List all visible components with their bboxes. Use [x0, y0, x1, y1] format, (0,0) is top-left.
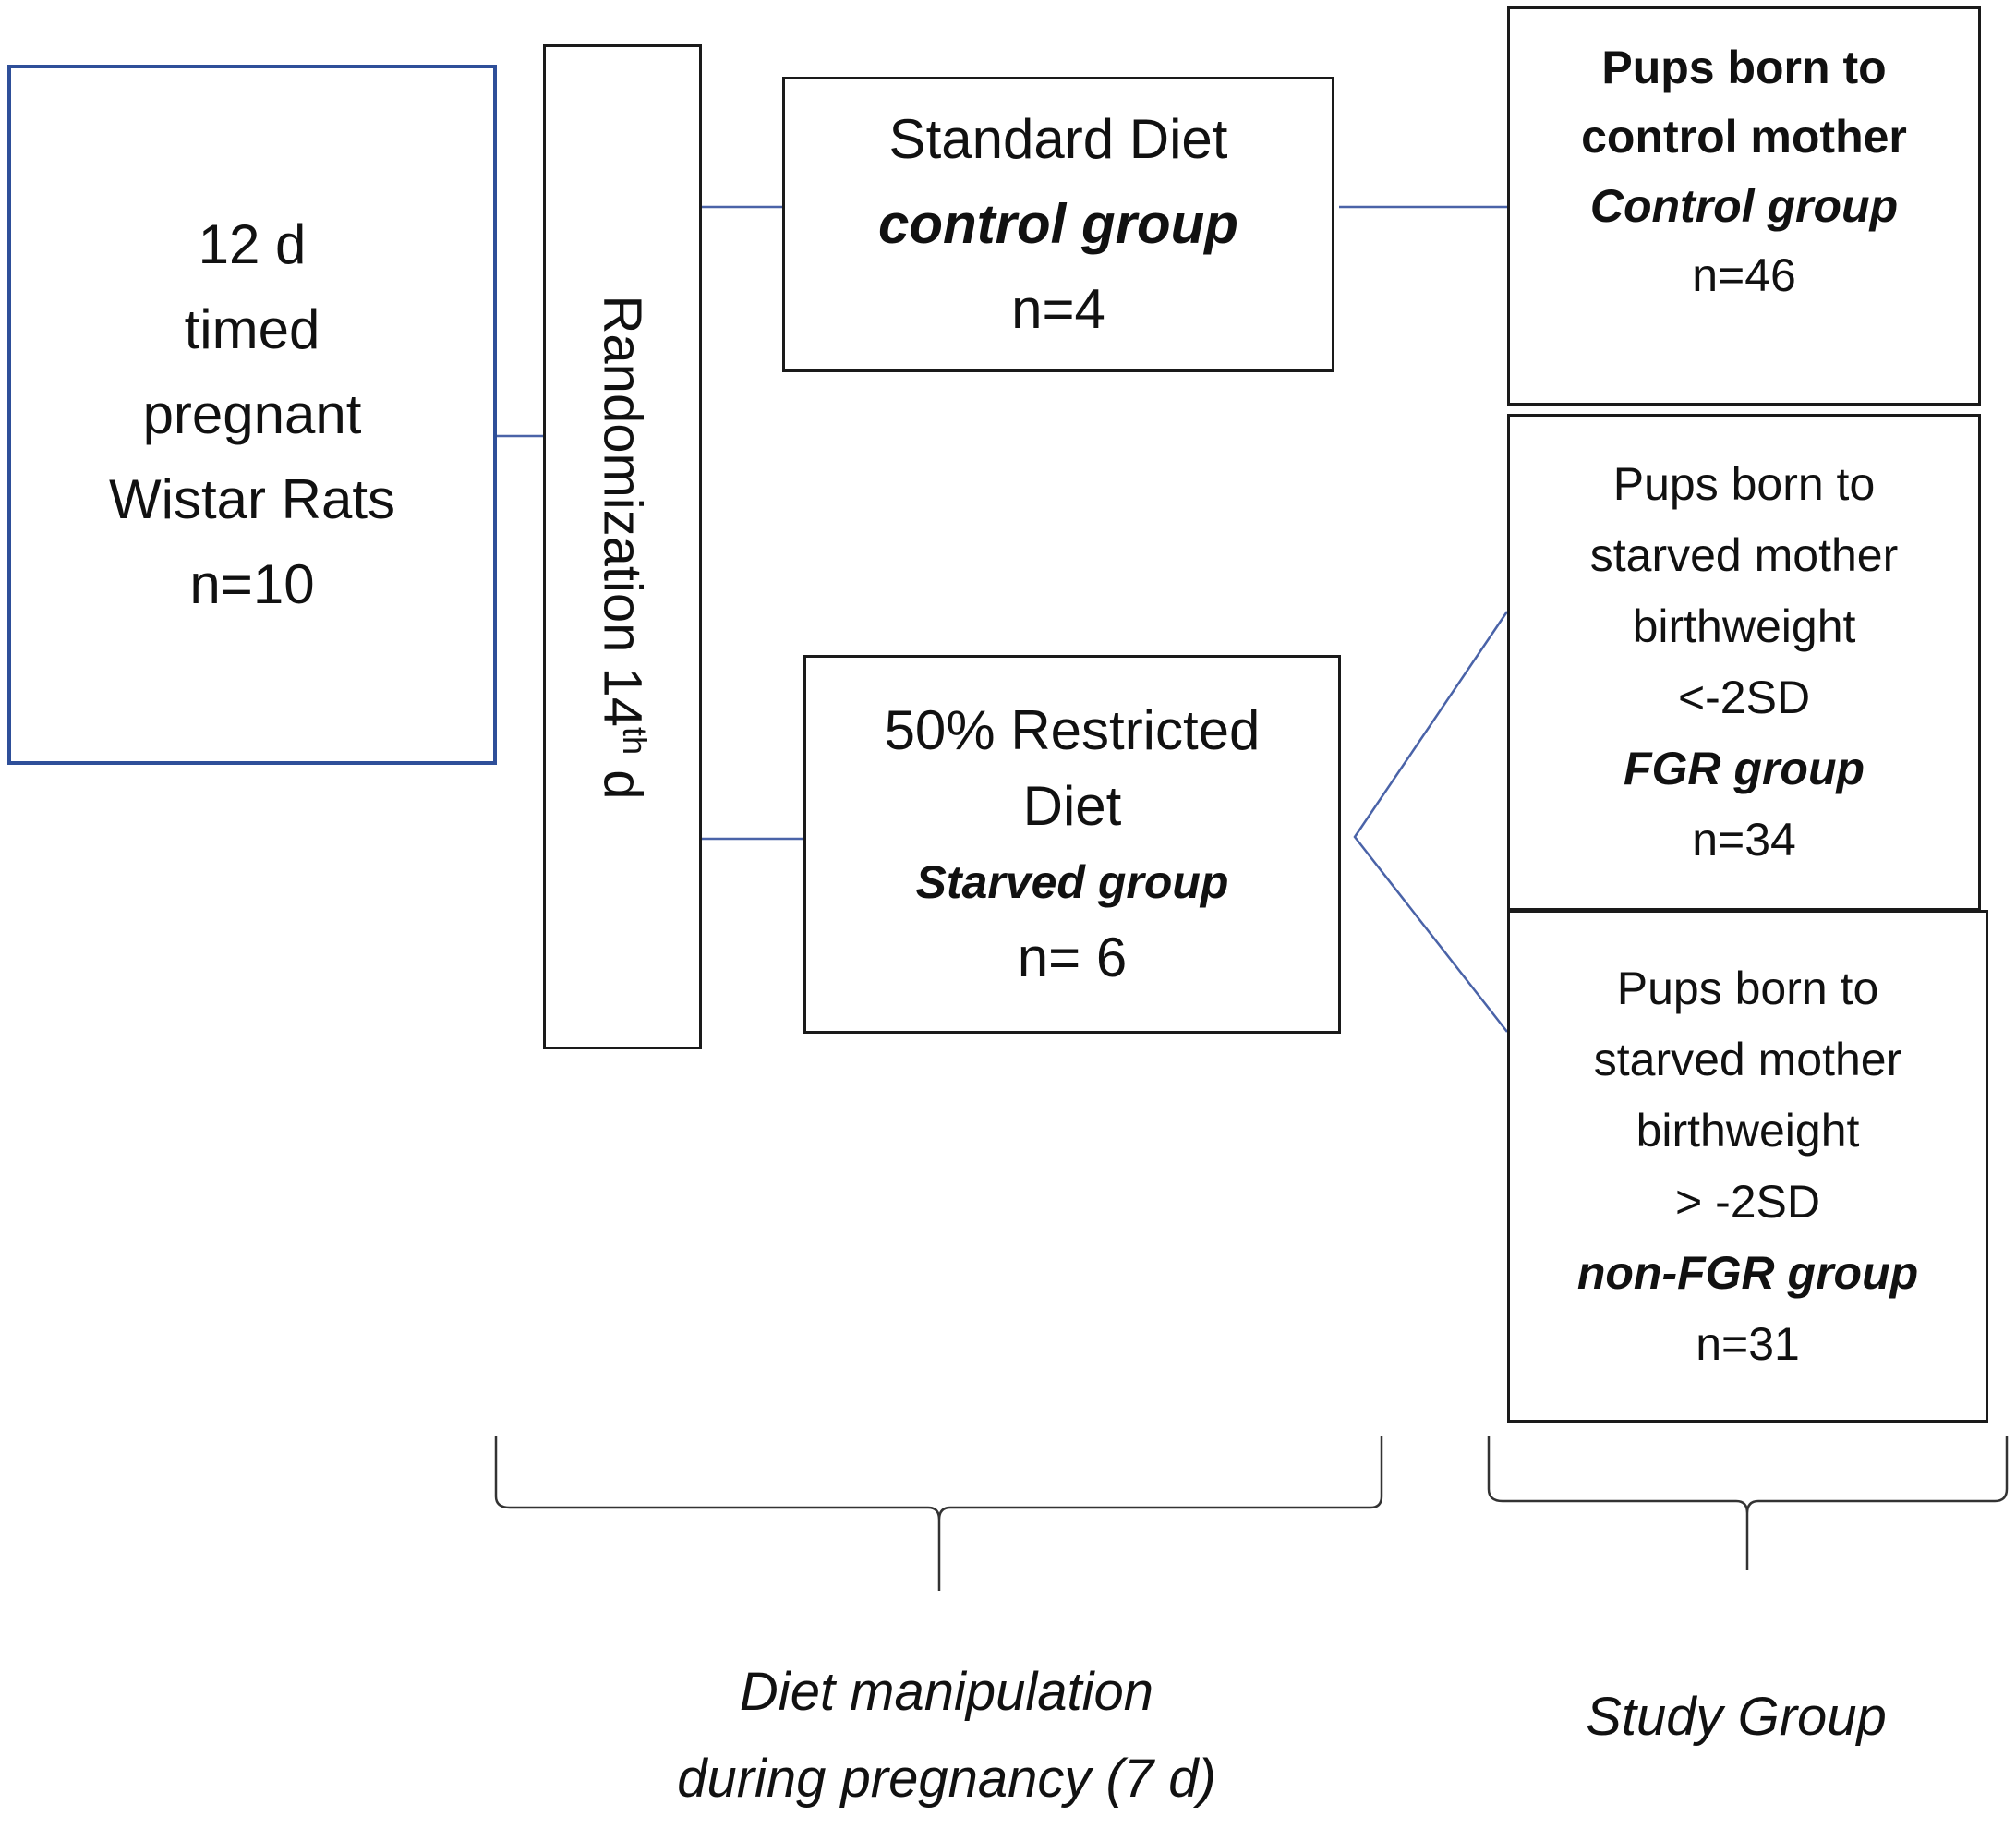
standard-diet-group: control group	[878, 193, 1238, 255]
fgr-pups-line-4: <-2SD	[1677, 672, 1811, 723]
restricted-diet-title-1: 50% Restricted	[884, 699, 1261, 761]
fgr-pups-line-1: Pups born to	[1612, 458, 1876, 510]
control-pups-line-1: Pups born to	[1601, 42, 1887, 93]
restricted-to-fgr-groups-line	[1353, 611, 1509, 1033]
restricted-diet-title-2: Diet	[1022, 775, 1122, 837]
randomization-text: Randomization 14	[592, 295, 653, 727]
diet-manipulation-caption: Diet manipulation during pregnancy (7 d)	[591, 1649, 1302, 1823]
restricted-diet-count: n= 6	[1017, 927, 1128, 988]
start-line-4: Wistar Rats	[108, 468, 396, 530]
diet-manipulation-brace	[494, 1436, 1383, 1591]
fgr-pups-line-3: birthweight	[1632, 600, 1856, 652]
non-fgr-pups-line-2: starved mother	[1593, 1033, 1902, 1085]
start-line-3: pregnant	[142, 383, 362, 445]
start-count: n=10	[189, 553, 315, 615]
control-pups-group: Control group	[1589, 180, 1899, 232]
control-pups-count: n=46	[1692, 249, 1796, 301]
fgr-pups-line-2: starved mother	[1589, 529, 1899, 581]
pregnant-rats-box: 12 d timed pregnant Wistar Rats n=10	[7, 65, 497, 765]
non-fgr-pups-box: Pups born to starved mother birthweight …	[1507, 910, 1988, 1423]
study-caption-text: Study Group	[1586, 1687, 1887, 1747]
non-fgr-pups-count: n=31	[1696, 1317, 1800, 1370]
non-fgr-pups-line-4: > -2SD	[1674, 1175, 1820, 1228]
randomization-superscript: th	[615, 726, 654, 755]
non-fgr-pups-line-3: birthweight	[1636, 1104, 1860, 1157]
randomization-label: Randomization 14th d	[592, 295, 654, 799]
standard-diet-box: Standard Diet control group n=4	[782, 77, 1334, 372]
fgr-pups-count: n=34	[1692, 814, 1796, 866]
restricted-diet-group: Starved group	[915, 856, 1229, 908]
standard-diet-title: Standard Diet	[888, 108, 1228, 170]
non-fgr-pups-line-1: Pups born to	[1616, 962, 1879, 1014]
restricted-diet-box: 50% Restricted Diet Starved group n= 6	[803, 655, 1341, 1034]
fgr-pups-box: Pups born to starved mother birthweight …	[1507, 414, 1981, 911]
start-line-2: timed	[184, 298, 320, 360]
diet-caption-line-1: Diet manipulation	[739, 1662, 1154, 1722]
fgr-pups-group: FGR group	[1623, 743, 1865, 794]
start-line-1: 12 d	[198, 213, 307, 275]
randomization-box: Randomization 14th d	[543, 44, 702, 1049]
randomization-suffix: d	[592, 754, 653, 799]
control-pups-box: Pups born to control mother Control grou…	[1507, 6, 1981, 406]
non-fgr-pups-group: non-FGR group	[1576, 1246, 1919, 1299]
standard-diet-count: n=4	[1011, 278, 1105, 340]
diet-caption-line-2: during pregnancy (7 d)	[677, 1749, 1216, 1809]
study-group-caption: Study Group	[1496, 1674, 1976, 1761]
study-group-brace	[1487, 1436, 2009, 1570]
control-pups-line-2: control mother	[1581, 111, 1907, 163]
